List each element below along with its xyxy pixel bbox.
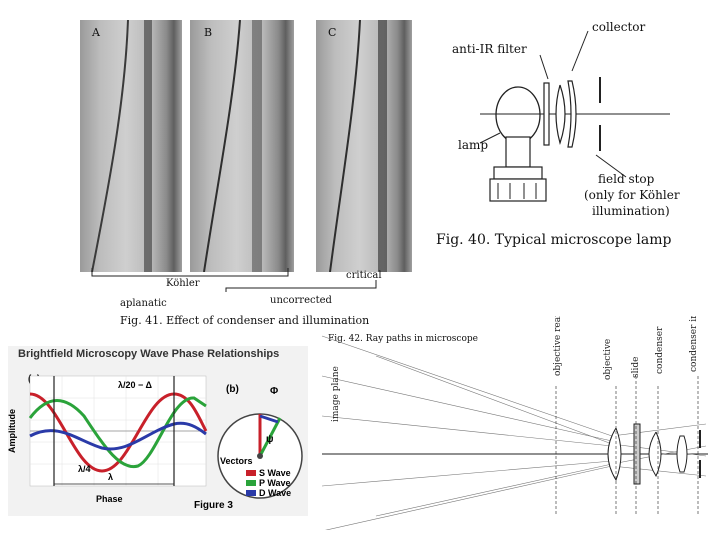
label-kohler: Köhler: [166, 278, 200, 289]
label-critical: critical: [346, 270, 382, 281]
d-wave-swatch: [246, 490, 256, 496]
label-anti-ir: anti-IR filter: [452, 42, 527, 56]
wave-figure: Brightfield Microscopy Wave Phase Relati…: [7, 346, 308, 516]
lambda-label: λ: [108, 472, 114, 482]
panel-label-a: A: [92, 26, 100, 39]
lambda-4-label: λ/4: [78, 464, 91, 474]
label-kohler-note-2: illumination): [592, 204, 670, 218]
fig41-caption: Fig. 41. Effect of condenser and illumin…: [120, 314, 370, 327]
ray-label-condenser: condenser: [655, 326, 665, 374]
lambda-frac-label: λ/20 − Δ: [118, 380, 152, 390]
legend-label-s: S Wave: [259, 468, 291, 478]
ray-label-objective: objective: [603, 339, 613, 380]
panel-label-c: C: [328, 26, 337, 39]
micrograph-b-texture: [203, 19, 262, 273]
wave-plot: [28, 375, 303, 499]
wave-legend: S Wave P Wave D Wave: [246, 468, 291, 498]
wave-title: Brightfield Microscopy Wave Phase Relati…: [18, 348, 280, 360]
micrograph-b: [190, 19, 294, 273]
label-field-stop: field stop: [598, 172, 655, 186]
micrograph-c: [316, 19, 412, 273]
legend-item-d: D Wave: [246, 488, 291, 498]
legend-label-p: P Wave: [259, 478, 291, 488]
micrograph-a-texture: [91, 19, 152, 273]
panel-label-b: B: [204, 26, 213, 39]
label-lamp: lamp: [458, 138, 489, 152]
s-wave-swatch: [246, 470, 256, 476]
wave-panel-b: (b): [226, 384, 239, 395]
phi-label: Φ: [270, 386, 279, 397]
figure-3-label: Figure 3: [194, 500, 233, 511]
micrograph-a: [80, 19, 182, 273]
label-uncorrected: uncorrected: [270, 295, 332, 306]
amplitude-label: Amplitude: [7, 409, 17, 453]
label-kohler-note-1: (only for Köhler: [584, 188, 680, 202]
lamp-diagram: [479, 30, 670, 202]
label-collector: collector: [592, 20, 646, 34]
micrograph-c-texture: [329, 19, 387, 273]
fig40-caption: Fig. 40. Typical microscope lamp: [436, 232, 672, 248]
psi-label: ψ: [266, 434, 274, 445]
ray-path-diagram: image plane objective rear focal plane obj…: [321, 316, 708, 530]
label-aplanatic: aplanatic: [120, 298, 167, 309]
ray-label-condenser-iris: condenser iris: [689, 316, 699, 372]
fig42-caption: Fig. 42. Ray paths in microscope: [328, 334, 478, 344]
fig41-brackets: [91, 268, 377, 292]
ray-label-slide: slide: [631, 357, 641, 378]
legend-item-p: P Wave: [246, 478, 291, 488]
phase-label: Phase: [96, 494, 123, 504]
ray-label-objective-rear-focal-plane: objective rear focal plane: [553, 316, 563, 376]
vectors-label: Vectors: [220, 456, 253, 466]
ray-label-image-plane: image plane: [331, 366, 341, 422]
legend-label-d: D Wave: [259, 488, 292, 498]
p-wave-swatch: [246, 480, 256, 486]
legend-item-s: S Wave: [246, 468, 291, 478]
